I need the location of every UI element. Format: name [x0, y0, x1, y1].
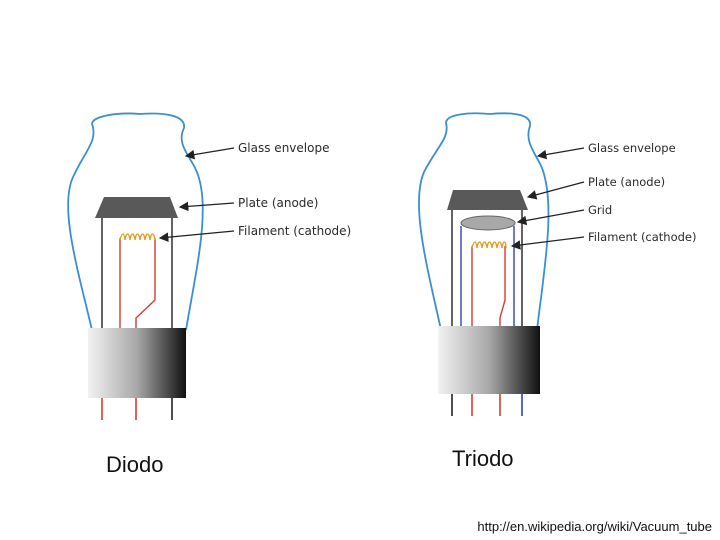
triode-label-filament: Filament (cathode): [588, 230, 697, 244]
diode-plate: [95, 197, 178, 218]
triode-tube: Glass envelope Plate (anode) Grid Filame…: [418, 112, 697, 416]
triode-label-glass: Glass envelope: [588, 141, 676, 155]
diode-caption: Diodo: [106, 452, 164, 477]
diode-plate-leader: [178, 201, 235, 212]
triode-base: [438, 326, 540, 394]
diode-label-glass: Glass envelope: [238, 141, 329, 155]
triode-grid: [460, 215, 516, 231]
triode-grid-leader: [516, 209, 585, 226]
diode-base: [88, 328, 186, 398]
triode-label-grid: Grid: [588, 203, 612, 217]
triode-filament-wire-right: [499, 246, 506, 330]
diode-filament-coil: [119, 233, 156, 241]
diode-glass-envelope: [67, 112, 204, 331]
diode-filament-wire-right: [135, 238, 156, 330]
source-url: http://en.wikipedia.org/wiki/Vacuum_tube: [477, 519, 712, 534]
triode-plate: [447, 190, 528, 210]
diode-glass-leader: [184, 147, 235, 160]
triode-glass-leader: [536, 147, 585, 160]
diode-filament-leader: [158, 230, 235, 242]
diode-label-filament: Filament (cathode): [238, 224, 351, 238]
triode-caption: Triodo: [452, 446, 514, 471]
triode-filament-coil: [471, 241, 507, 249]
triode-filament-leader: [510, 236, 585, 250]
triode-label-plate: Plate (anode): [588, 175, 665, 189]
triode-plate-leader: [526, 181, 585, 200]
diode-label-plate: Plate (anode): [238, 196, 319, 210]
triode-glass-envelope: [418, 112, 550, 331]
diode-tube: Glass envelope Plate (anode) Filament (c…: [67, 112, 351, 420]
